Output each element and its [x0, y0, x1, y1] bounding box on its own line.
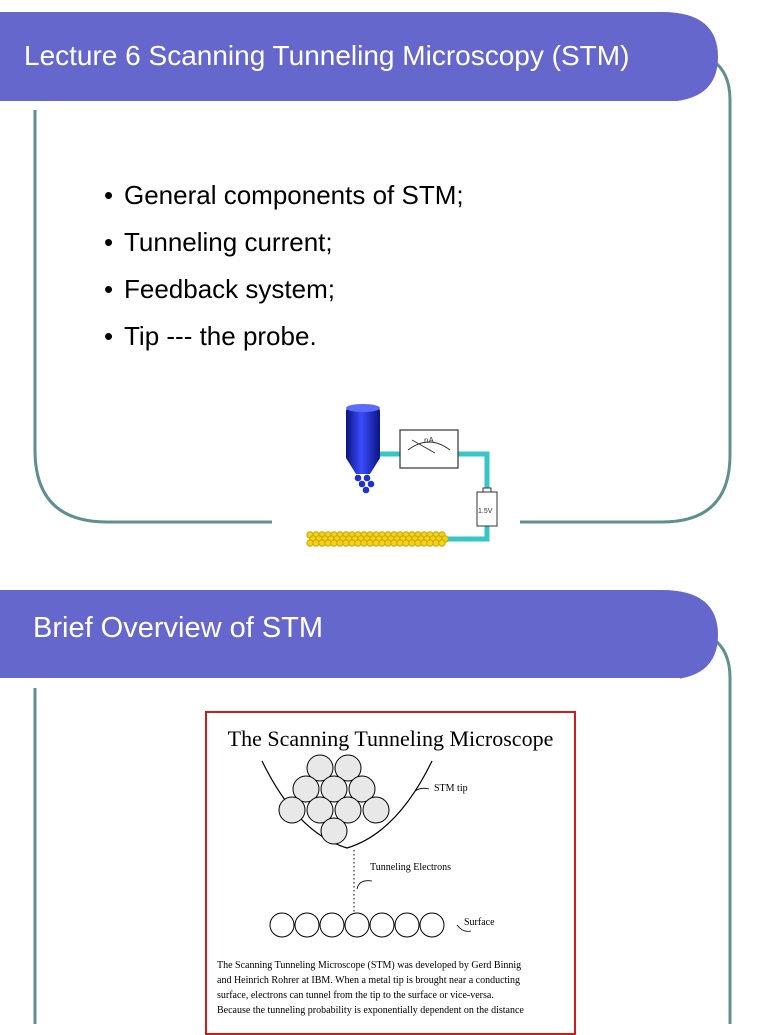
- stm-circuit-diagram: nA 1.5V: [306, 404, 498, 547]
- label-tunneling-electrons: Tunneling Electrons: [370, 862, 452, 873]
- frame-right-line: [520, 58, 732, 524]
- surface-atom: [366, 539, 374, 547]
- surface-atom: [408, 539, 416, 547]
- surface-atom: [390, 539, 398, 547]
- surface-atom: [336, 539, 344, 547]
- title-bar: [0, 590, 718, 680]
- surface-atom: [348, 539, 356, 547]
- surface-atom: [420, 539, 428, 547]
- surface-atom: [414, 539, 422, 547]
- surface-atom: [419, 912, 445, 938]
- caption-line: and Heinrich Rohrer at IBM. When a metal…: [217, 975, 521, 986]
- frame-left-line: [33, 110, 272, 524]
- bullet-item: •Tip --- the probe.: [104, 321, 317, 351]
- surface-atom: [324, 539, 332, 547]
- surface-atom: [294, 912, 320, 938]
- surface-atom: [318, 539, 326, 547]
- figure-title: The Scanning Tunneling Microscope: [227, 726, 554, 751]
- surface-atom: [319, 912, 345, 938]
- surface-atom: [384, 539, 392, 547]
- slide-title: Brief Overview of STM: [33, 612, 324, 644]
- tip-atom: [320, 775, 348, 803]
- surface-atom: [269, 912, 295, 938]
- tip-atoms: [278, 754, 390, 845]
- surface-atom: [378, 539, 386, 547]
- surface-atom: [354, 539, 362, 547]
- surface-atom: [438, 539, 446, 547]
- ammeter-label: nA: [424, 436, 434, 445]
- figure-caption: The Scanning Tunneling Microscope (STM) …: [217, 958, 567, 1018]
- slide-2-frame: [0, 590, 732, 1024]
- surface-atom: [312, 539, 320, 547]
- surface-atom: [394, 912, 420, 938]
- bullet-list: •General components of STM; •Tunneling c…: [104, 172, 464, 360]
- bullet-item: •Tunneling current;: [104, 227, 333, 257]
- caption-line: surface, electrons can tunnel from the t…: [217, 990, 494, 1001]
- tip-atom: [306, 754, 334, 782]
- tip-atom: [292, 775, 320, 803]
- stm-tip-drawing: [261, 754, 472, 938]
- bullet-item: •General components of STM;: [104, 180, 464, 210]
- stm-tip-icon: [346, 404, 380, 494]
- surface-atoms: [306, 531, 449, 547]
- tip-atom: [320, 817, 348, 845]
- surface-atom: [369, 912, 395, 938]
- title-bar: [0, 12, 718, 102]
- ammeter-icon: [399, 429, 459, 469]
- wire: [442, 526, 490, 542]
- tip-atom: [334, 796, 362, 824]
- surface-atom: [360, 539, 368, 547]
- surface-atom: [372, 539, 380, 547]
- slide-1: Lecture 6 Scanning Tunneling Microscopy …: [0, 12, 732, 547]
- slide-2: Brief Overview of STM The Scanning Tunne…: [0, 578, 768, 1035]
- wire: [458, 451, 490, 490]
- stm-figure: The Scanning Tunneling Microscope STM ti…: [205, 711, 576, 1035]
- surface-atom: [330, 539, 338, 547]
- surface-atom: [426, 539, 434, 547]
- surface-atom: [342, 539, 350, 547]
- surface-atom: [306, 539, 314, 547]
- tip-atom: [348, 775, 376, 803]
- label-surface: Surface: [464, 917, 495, 928]
- tip-atom: [334, 754, 362, 782]
- surface-atom: [396, 539, 404, 547]
- surface-atom: [402, 539, 410, 547]
- surface-atom-row: [269, 912, 445, 938]
- surface-atom: [432, 539, 440, 547]
- label-stm-tip: STM tip: [434, 783, 468, 794]
- bullet-item: •Feedback system;: [104, 274, 335, 304]
- slide-1-frame: [0, 12, 732, 524]
- caption-line: The Scanning Tunneling Microscope (STM) …: [217, 960, 522, 971]
- tip-atom: [278, 796, 306, 824]
- battery-icon: [476, 487, 498, 527]
- battery-label: 1.5V: [478, 508, 493, 515]
- frame-right-line: [711, 636, 732, 1024]
- tip-atom: [306, 796, 334, 824]
- slide-title: Lecture 6 Scanning Tunneling Microscopy …: [24, 40, 630, 71]
- tip-atom: [362, 796, 390, 824]
- caption-line: Because the tunneling probability is exp…: [217, 1005, 524, 1016]
- surface-atom: [344, 912, 370, 938]
